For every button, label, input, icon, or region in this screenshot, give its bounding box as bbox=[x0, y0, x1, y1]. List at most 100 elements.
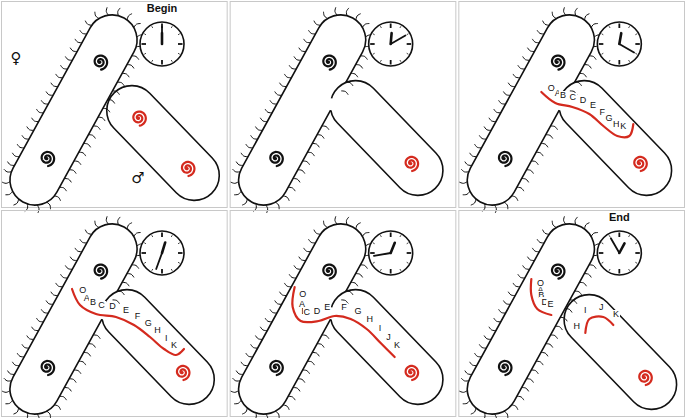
pilus bbox=[335, 216, 337, 224]
pilus bbox=[499, 309, 506, 313]
gene-letter: B bbox=[559, 91, 567, 100]
pilus bbox=[551, 335, 558, 339]
chromosome bbox=[639, 371, 651, 385]
pilus bbox=[60, 187, 67, 191]
pilus bbox=[346, 82, 353, 86]
dna-strand bbox=[541, 92, 633, 137]
pilus bbox=[51, 83, 58, 87]
pilus bbox=[522, 179, 529, 183]
pilus bbox=[341, 91, 348, 95]
chromosome bbox=[95, 265, 107, 279]
clock-tick bbox=[152, 269, 153, 271]
pilus bbox=[585, 223, 590, 229]
dna-strand bbox=[292, 287, 394, 357]
hour-hand bbox=[391, 243, 395, 253]
pilus bbox=[362, 233, 369, 237]
pilus bbox=[513, 283, 520, 287]
clock-tick bbox=[152, 26, 153, 28]
pilus bbox=[132, 56, 139, 60]
pilus bbox=[93, 335, 100, 339]
pilus bbox=[251, 344, 258, 348]
male-cell bbox=[320, 70, 453, 205]
pilus bbox=[463, 191, 470, 195]
pilus bbox=[2, 391, 10, 393]
minute-hand bbox=[156, 253, 162, 269]
pilus bbox=[575, 82, 582, 86]
pilus bbox=[260, 118, 267, 122]
pilus bbox=[56, 74, 63, 78]
pilus bbox=[255, 336, 262, 340]
pilus bbox=[27, 336, 34, 340]
pilus bbox=[335, 7, 337, 15]
gene-letter: K bbox=[393, 341, 401, 350]
clock-tick bbox=[178, 43, 183, 45]
pilus bbox=[555, 326, 562, 330]
pilus bbox=[117, 82, 124, 86]
pilus bbox=[254, 413, 257, 418]
pilus bbox=[351, 73, 358, 77]
pilus bbox=[122, 282, 129, 286]
gene-letter: E bbox=[323, 303, 331, 312]
pilus bbox=[527, 48, 534, 52]
stage-label: Begin bbox=[147, 3, 178, 14]
clock-tick bbox=[618, 60, 620, 65]
pilus bbox=[532, 39, 539, 43]
dna-strand bbox=[531, 279, 551, 315]
pilus bbox=[517, 396, 524, 400]
minute-hand bbox=[161, 27, 163, 44]
male-cell bbox=[554, 284, 686, 418]
clock-tick bbox=[618, 24, 620, 29]
sex-symbol: ♀ bbox=[11, 51, 22, 66]
pilus bbox=[242, 199, 247, 205]
pilus bbox=[308, 239, 315, 243]
pilus bbox=[518, 65, 525, 69]
pilus bbox=[474, 144, 481, 148]
gene-letter: I bbox=[164, 334, 169, 343]
pilus bbox=[242, 408, 247, 414]
pilus bbox=[70, 257, 77, 261]
female-cell bbox=[1, 215, 146, 418]
pilus bbox=[74, 370, 81, 374]
clock-tick bbox=[178, 252, 183, 254]
pilus bbox=[470, 362, 477, 366]
panel bbox=[458, 2, 684, 215]
pilus bbox=[60, 396, 67, 400]
pilus bbox=[303, 161, 310, 165]
male-cell bbox=[91, 279, 224, 414]
pilus bbox=[134, 24, 141, 28]
clock-tick bbox=[400, 269, 401, 271]
pilus bbox=[284, 74, 291, 78]
chromosome bbox=[634, 157, 646, 171]
pilus bbox=[289, 274, 296, 278]
pilus bbox=[231, 391, 239, 393]
gene-letter: K bbox=[170, 341, 178, 350]
pilus bbox=[543, 21, 549, 26]
pilus bbox=[494, 109, 501, 113]
hour-hand bbox=[619, 243, 624, 253]
pilus bbox=[317, 135, 324, 139]
pilus bbox=[527, 170, 534, 174]
clock-tick bbox=[629, 26, 630, 28]
clock-tick bbox=[152, 235, 153, 237]
pilus bbox=[4, 169, 12, 172]
pilus bbox=[299, 48, 306, 52]
pilus bbox=[459, 391, 467, 393]
chromosome bbox=[499, 361, 511, 375]
pilus bbox=[36, 109, 43, 113]
pilus bbox=[304, 39, 311, 43]
pilus bbox=[88, 344, 95, 348]
clock-tick bbox=[609, 269, 610, 271]
pilus bbox=[465, 162, 472, 166]
pilus bbox=[537, 30, 544, 34]
pilus bbox=[69, 170, 76, 174]
pilus bbox=[275, 91, 282, 95]
clock-tick bbox=[171, 60, 172, 62]
pilus bbox=[512, 405, 518, 410]
clock-tick bbox=[635, 34, 637, 35]
pilus bbox=[322, 126, 329, 130]
gene-letter: D bbox=[313, 307, 322, 316]
pilus bbox=[7, 162, 14, 166]
clock-tick bbox=[171, 269, 172, 271]
panel bbox=[1, 2, 230, 215]
